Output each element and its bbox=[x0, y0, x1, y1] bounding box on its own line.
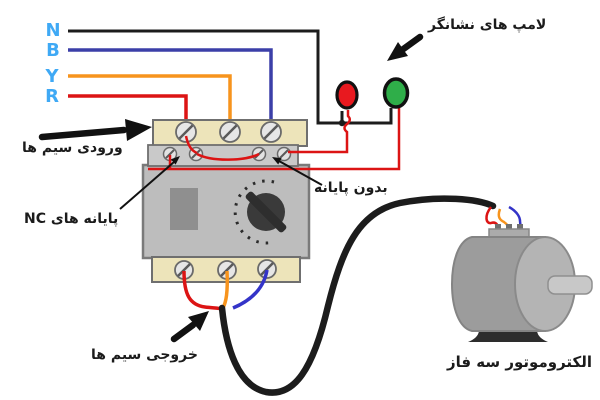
phase-label-r: R bbox=[45, 86, 59, 107]
neutral-junction-dot bbox=[338, 119, 346, 127]
display-window bbox=[170, 188, 198, 230]
motor-cable bbox=[218, 195, 497, 396]
phase-label-n: N bbox=[45, 20, 61, 41]
dial-scale-arc bbox=[233, 179, 275, 245]
nc-terminals-arrow bbox=[119, 156, 180, 210]
phase-wire-b bbox=[68, 48, 273, 132]
nc-jumper-wire bbox=[196, 152, 260, 161]
input-wires-label: ورودی سیم ها bbox=[22, 140, 123, 156]
timer-device bbox=[141, 119, 311, 283]
timer-dial-knob bbox=[245, 191, 287, 233]
output-wires-label: خروجی سیم ها bbox=[91, 347, 198, 363]
indicator-lamps-arrow bbox=[387, 33, 424, 61]
nc-terminals-label: پایانه های NC bbox=[24, 211, 119, 227]
motor-base bbox=[468, 331, 548, 342]
output-wire-red bbox=[182, 270, 223, 311]
phase-label-y: Y bbox=[45, 66, 59, 87]
output-wiring bbox=[182, 195, 523, 396]
green-lamp-wire bbox=[148, 108, 401, 171]
motor-lead-blue bbox=[508, 205, 523, 232]
output-wire-blue bbox=[232, 269, 269, 310]
indicator-lamps bbox=[335, 77, 410, 110]
red-indicator-lamp bbox=[335, 80, 359, 110]
r-to-nc-jumper bbox=[184, 135, 198, 155]
green-indicator-lamp bbox=[382, 77, 410, 109]
phase-wire-y bbox=[68, 74, 232, 132]
phase-label-b: B bbox=[46, 40, 60, 61]
output-wires-arrow bbox=[170, 311, 209, 343]
no-terminal-arrow bbox=[272, 157, 323, 186]
neutral-wire-n bbox=[68, 29, 393, 125]
motor-label: الکتروموتور سه فاز bbox=[447, 353, 593, 371]
input-wires-arrow bbox=[38, 119, 152, 141]
indicator-lamps-label: لامپ های نشانگر bbox=[428, 17, 547, 33]
output-terminal-screws bbox=[174, 259, 277, 280]
annotation-arrows bbox=[38, 33, 424, 343]
three-phase-motor bbox=[450, 224, 593, 342]
input-terminal-strip bbox=[152, 119, 308, 147]
no-terminal-label: بدون پایانه bbox=[314, 180, 388, 196]
red-lamp-wire bbox=[288, 110, 351, 154]
output-terminal-strip bbox=[151, 256, 301, 283]
motor-shaft bbox=[547, 275, 593, 295]
input-terminal-screws bbox=[175, 121, 282, 143]
control-wiring bbox=[148, 108, 401, 171]
